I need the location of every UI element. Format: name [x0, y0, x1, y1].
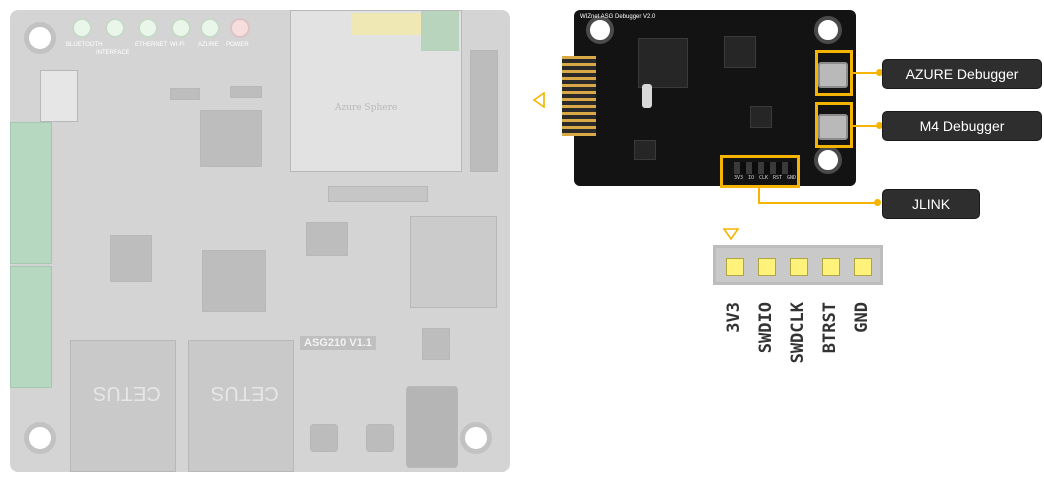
left-pin-header — [562, 56, 596, 136]
pin-label-3v3: 3V3 — [724, 302, 744, 333]
silk-label: 3V3 — [734, 175, 744, 181]
jlink-pin-diagram — [713, 245, 883, 285]
usb-port-m4 — [818, 114, 848, 140]
pin-label-swdclk: SWDCLK — [788, 302, 808, 364]
debugger-chip — [634, 140, 656, 160]
mount-hole — [814, 146, 842, 174]
azure-sphere-module: Azure Sphere — [290, 10, 462, 172]
led-label: INTERFACE — [96, 50, 130, 56]
reset-button — [310, 424, 338, 452]
debugger-chip — [724, 36, 756, 68]
ic-chip — [170, 88, 200, 100]
board-version-label: ASG210 V1.1 — [300, 336, 376, 350]
dc-jack — [406, 386, 458, 468]
led-power — [230, 18, 250, 38]
led-label: AZURE — [198, 42, 219, 48]
m4-leader-line — [853, 125, 883, 127]
pin-header — [470, 50, 498, 172]
mount-hole — [586, 16, 614, 44]
mount-hole — [24, 422, 56, 454]
m4-debugger-highlight — [815, 102, 853, 148]
dots-header — [328, 186, 428, 202]
jlink-header-pins — [734, 162, 792, 174]
jlink-leader-dot — [874, 199, 881, 206]
jlink-leader-line — [758, 188, 760, 203]
mount-hole — [814, 16, 842, 44]
ic-chip — [200, 110, 262, 167]
terminal-block — [10, 266, 52, 388]
azure-leader-dot — [876, 69, 883, 76]
ethernet-jack-right: CETUS — [188, 340, 294, 472]
jumper-header — [422, 328, 450, 360]
silk-label: RST — [772, 175, 782, 181]
pin-label-btrst: BTRST — [820, 302, 840, 354]
sd-slot — [410, 216, 497, 308]
debugger-title: WIZnet ASG Debugger V2.0 — [580, 14, 656, 20]
azure-leader-line — [853, 72, 883, 74]
ethernet-jack-left: CETUS — [70, 340, 176, 472]
m4-leader-dot — [876, 122, 883, 129]
led-label: POWER — [226, 42, 249, 48]
jlink-leader-line — [758, 202, 880, 204]
jlink-silk-row: 3V3 IO CLK RST GND — [734, 176, 796, 181]
callout-jlink: JLINK — [883, 190, 979, 218]
led-label: WI-FI — [170, 42, 185, 48]
silk-label: IO — [747, 175, 755, 181]
ic-chip — [306, 222, 348, 256]
crystal — [642, 84, 652, 108]
ic-chip — [110, 235, 152, 282]
pin-btrst — [822, 258, 840, 276]
ic-chip — [230, 86, 262, 98]
mount-hole — [24, 22, 56, 54]
silk-label: CLK — [758, 175, 768, 181]
debugger-chip — [750, 106, 772, 128]
led-label: ETHERNET — [135, 42, 168, 48]
eth-jack-text: CETUS — [211, 382, 279, 404]
led-label: BLUETOOTH — [66, 42, 103, 48]
terminal-block — [10, 122, 52, 264]
pin-gnd — [854, 258, 872, 276]
callout-m4-debugger: M4 Debugger — [883, 112, 1041, 140]
eth-jack-text: CETUS — [93, 382, 161, 404]
silk-label: GND — [786, 175, 796, 181]
module-text: Azure Sphere — [335, 103, 398, 113]
pin-label-swdio: SWDIO — [756, 302, 776, 354]
led-ethernet — [138, 18, 158, 38]
pin1-marker-icon — [723, 228, 739, 240]
ic-chip — [202, 250, 266, 312]
callout-azure-debugger: AZURE Debugger — [883, 60, 1041, 88]
debugger-mcu — [638, 38, 688, 88]
led-azure — [200, 18, 220, 38]
pin-swdio — [758, 258, 776, 276]
user-button — [366, 424, 394, 452]
jlink-highlight — [720, 155, 800, 188]
jst-connector — [40, 70, 78, 122]
mount-hole — [460, 422, 492, 454]
led-bluetooth — [72, 18, 92, 38]
azure-debugger-highlight — [815, 50, 853, 96]
main-board-image: BLUETOOTH INTERFACE ETHERNET WI-FI AZURE… — [10, 10, 510, 472]
arrow-left-icon — [532, 92, 545, 108]
debugger-board-image: WIZnet ASG Debugger V2.0 3V3 IO CLK RST … — [562, 10, 856, 186]
led-wifi — [171, 18, 191, 38]
usb-port-azure — [818, 62, 848, 88]
pin-label-gnd: GND — [852, 302, 872, 333]
pin-swdclk — [790, 258, 808, 276]
led-interface — [105, 18, 125, 38]
pin-3v3 — [726, 258, 744, 276]
